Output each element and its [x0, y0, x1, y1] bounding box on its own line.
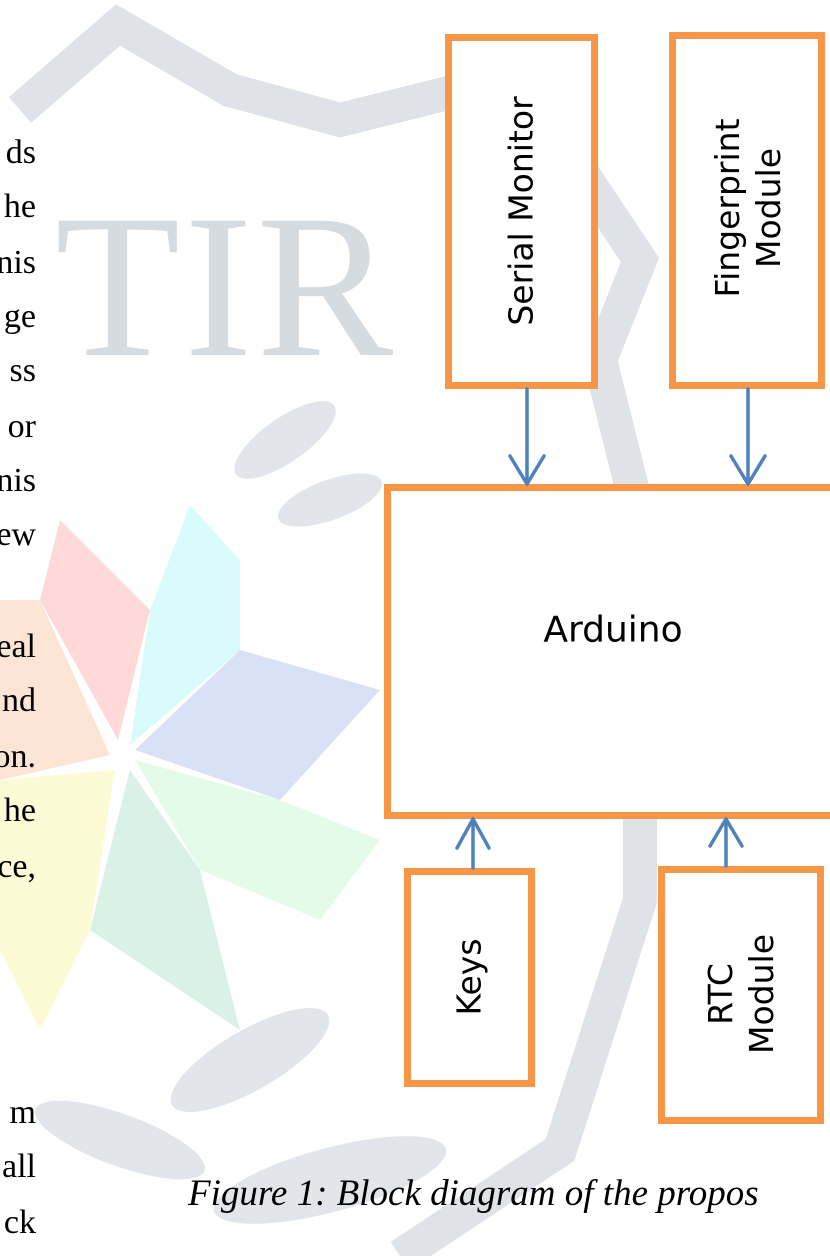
watermark-leaf — [277, 473, 383, 527]
watermark-shield-outline — [8, 4, 660, 1256]
watermark-leaf — [170, 1008, 330, 1112]
text-fragment: ss — [9, 352, 36, 389]
watermark-text: TIR — [55, 173, 397, 400]
arrow-serial-to-arduino — [508, 387, 546, 486]
figure-caption: Figure 1: Block diagram of the propos — [188, 1173, 759, 1214]
arrow-rtc-to-arduino — [708, 817, 744, 868]
text-fragment: ce, — [0, 848, 36, 885]
text-fragment: or — [7, 408, 36, 445]
watermark-petal-blue — [135, 650, 380, 800]
keys-block — [404, 868, 535, 1087]
watermark-petal-pink — [40, 520, 150, 740]
watermark-petal-cyan — [130, 505, 240, 745]
text-fragment: he — [3, 792, 36, 829]
text-fragment: ck — [3, 1204, 36, 1241]
watermark-petal-peach — [0, 600, 110, 780]
text-fragment: he — [3, 188, 36, 225]
text-fragment: all — [2, 1148, 36, 1185]
text-fragment: m — [9, 1094, 36, 1131]
watermark-petal-green — [135, 760, 380, 920]
arduino-block — [384, 484, 830, 819]
text-fragment: ew — [0, 516, 36, 553]
serial-monitor-block — [445, 34, 598, 389]
arduino-label: Arduino — [543, 609, 683, 651]
text-fragment: nis — [0, 244, 36, 281]
text-fragment: ge — [3, 298, 36, 335]
watermark-leaf — [34, 1100, 206, 1180]
arrow-keys-to-arduino — [455, 817, 491, 870]
rtc-module-block — [658, 866, 824, 1124]
watermark-petal-teal — [90, 770, 240, 1030]
watermark-petal-yellow — [0, 770, 115, 1030]
text-fragment: on. — [0, 738, 36, 775]
text-fragment: nd — [2, 682, 36, 719]
arrow-fingerprint-to-arduino — [729, 387, 767, 486]
watermark-leaf — [234, 401, 336, 479]
text-fragment: nis — [0, 462, 36, 499]
text-fragment: eal — [0, 628, 36, 665]
text-fragment: ds — [5, 134, 36, 171]
watermark-leaf — [213, 1136, 447, 1224]
fingerprint-module-block — [669, 32, 825, 389]
